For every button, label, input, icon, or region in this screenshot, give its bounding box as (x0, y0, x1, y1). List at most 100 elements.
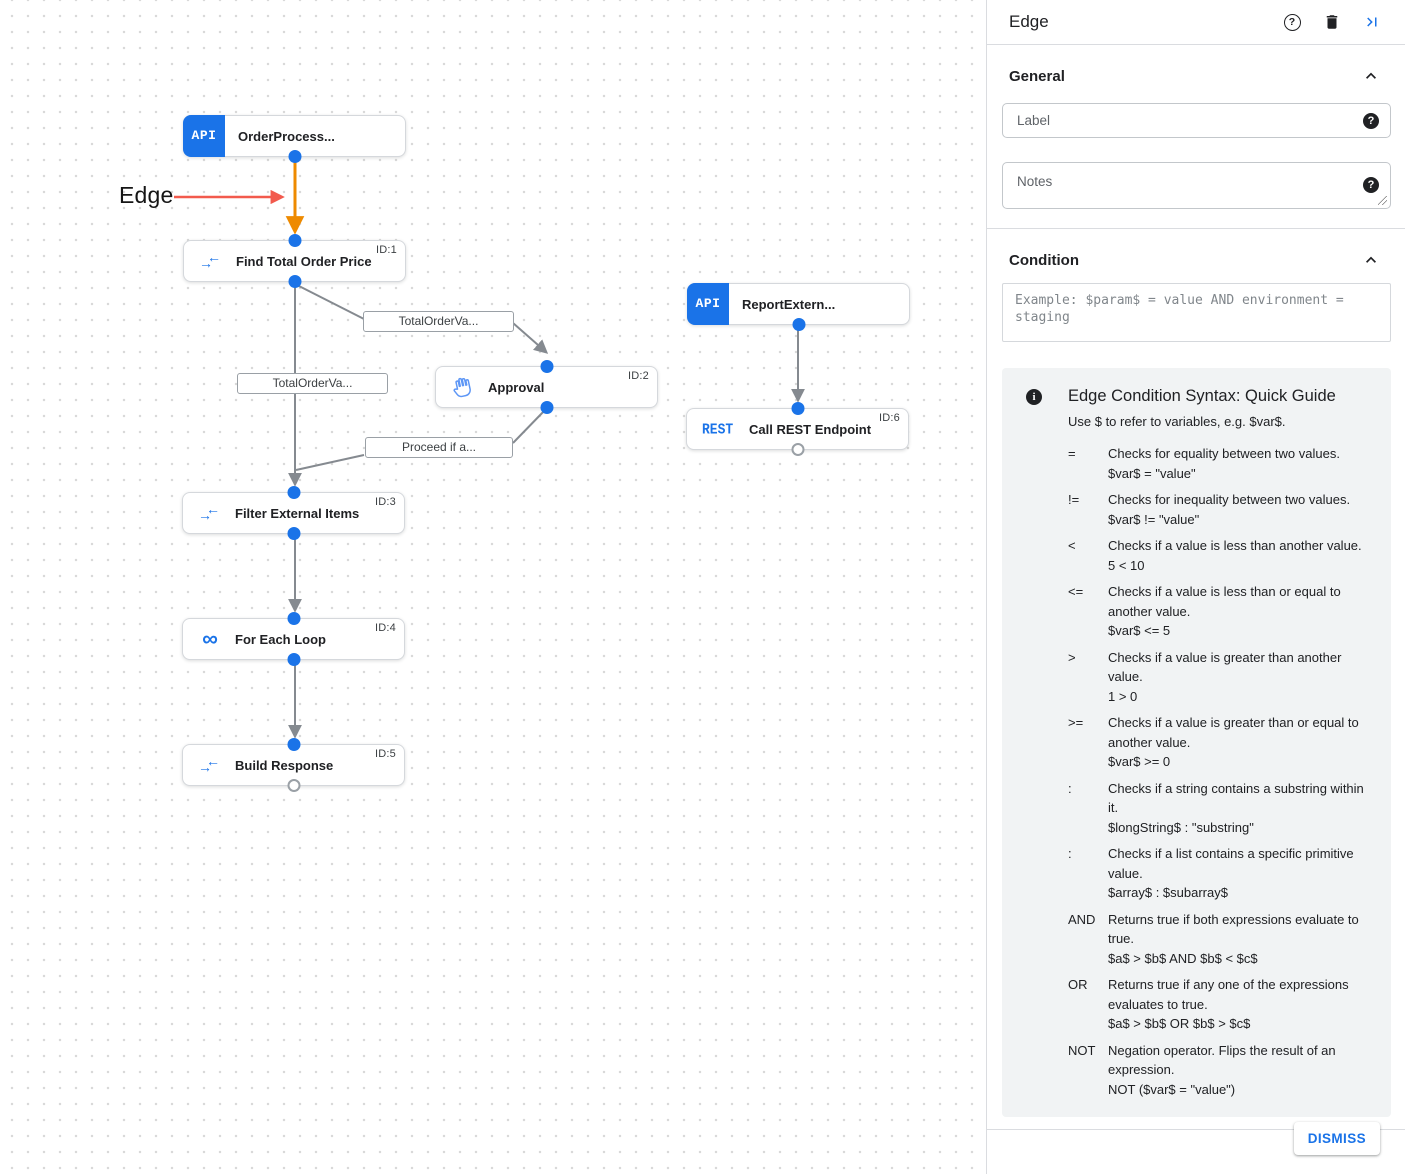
condition-section-title: Condition (1009, 251, 1079, 269)
node-label: Approval (488, 379, 545, 395)
edge-label[interactable]: TotalOrderVa... (237, 373, 388, 394)
node-label: For Each Loop (235, 631, 326, 647)
output-port[interactable] (288, 275, 301, 288)
node-for-each-loop[interactable]: ∞ For Each Loop ID:4 (182, 612, 405, 666)
input-port[interactable] (287, 738, 300, 751)
output-port[interactable] (288, 150, 301, 163)
panel-footer: DISMISS (987, 1122, 1405, 1174)
divider (987, 228, 1405, 229)
guide-desc: Checks if a string contains a substring … (1108, 780, 1364, 816)
guide-desc: Checks if a value is greater than anothe… (1108, 649, 1342, 685)
output-port[interactable] (287, 779, 300, 792)
notes-help-icon[interactable]: ? (1363, 177, 1379, 193)
notes-input[interactable] (1003, 163, 1390, 207)
guide-desc: Checks if a value is greater than or equ… (1108, 715, 1359, 750)
general-section-header: General (987, 66, 1405, 86)
node-order-process-trigger[interactable]: API OrderProcess... (183, 114, 406, 163)
guide-example: $a$ > $b$ AND $b$ < $c$ (1108, 950, 1258, 966)
node-id: ID:3 (375, 496, 396, 508)
output-port[interactable] (791, 443, 804, 456)
output-port[interactable] (287, 527, 300, 540)
guide-row: OR Returns true if any one of the expres… (1068, 975, 1367, 1034)
edge-label[interactable]: Proceed if a... (365, 437, 513, 458)
node-label: Find Total Order Price (236, 253, 372, 269)
annotation-label: Edge (119, 182, 174, 208)
delete-icon[interactable] (1323, 13, 1341, 31)
guide-rows: = Checks for equality between two values… (1068, 444, 1367, 1099)
guide-row: != Checks for inequality between two val… (1068, 490, 1367, 529)
data-mapping-icon: →← (198, 501, 220, 523)
guide-example: $longString$ : "substring" (1108, 819, 1254, 835)
help-icon[interactable]: ? (1283, 13, 1301, 31)
flow-canvas[interactable]: Edge API OrderProcess... →← Find Total O… (0, 0, 986, 1174)
edge (512, 408, 547, 444)
guide-desc: Checks if a value is less than another v… (1108, 538, 1362, 553)
node-label: ReportExtern... (742, 296, 836, 312)
guide-desc: Checks if a list contains a specific pri… (1108, 846, 1354, 881)
node-call-rest-endpoint[interactable]: REST Call REST Endpoint ID:6 (686, 402, 909, 456)
node-id: ID:4 (375, 622, 396, 634)
node-filter-external-items[interactable]: →← Filter External Items ID:3 (182, 486, 405, 540)
node-label: Build Response (235, 757, 334, 773)
edge (294, 283, 365, 320)
condition-input[interactable] (1003, 284, 1390, 341)
guide-desc: Returns true if both expressions evaluat… (1108, 911, 1359, 947)
guide-row: > Checks if a value is greater than anot… (1068, 648, 1367, 707)
guide-row: <= Checks if a value is less than or equ… (1068, 582, 1367, 641)
input-port[interactable] (791, 402, 804, 415)
collapse-panel-icon[interactable] (1363, 13, 1381, 31)
output-port[interactable] (287, 653, 300, 666)
label-input[interactable] (1003, 104, 1390, 137)
output-port[interactable] (540, 401, 553, 414)
data-mapping-icon: →← (198, 753, 220, 775)
api-trigger-icon: API (183, 114, 225, 157)
guide-example: 5 < 10 (1108, 557, 1145, 573)
loop-icon: ∞ (202, 626, 218, 651)
guide-row: = Checks for equality between two values… (1068, 444, 1367, 483)
rest-icon: REST (702, 420, 734, 438)
guide-row: AND Returns true if both expressions eva… (1068, 910, 1367, 969)
general-section-title: General (1009, 67, 1065, 85)
output-port[interactable] (792, 318, 805, 331)
edge (295, 454, 365, 471)
node-id: ID:6 (879, 412, 900, 424)
panel-header: Edge ? (987, 0, 1405, 45)
input-port[interactable] (287, 612, 300, 625)
guide-example: $var$ >= 0 (1108, 754, 1171, 769)
notes-field-container: ? (1002, 162, 1391, 209)
node-find-total-order-price[interactable]: →← Find Total Order Price ID:1 (183, 234, 406, 288)
condition-section-header: Condition (987, 250, 1405, 270)
guide-row: : Checks if a list contains a specific p… (1068, 844, 1367, 903)
approval-hand-icon (453, 377, 471, 398)
node-label: OrderProcess... (238, 128, 335, 144)
label-help-icon[interactable]: ? (1363, 112, 1379, 129)
node-build-response[interactable]: →← Build Response ID:5 (182, 738, 405, 792)
guide-desc: Returns true if any one of the expressio… (1108, 977, 1349, 1012)
input-port[interactable] (287, 486, 300, 499)
guide-example: $array$ : $subarray$ (1108, 885, 1228, 900)
api-trigger-icon: API (687, 282, 729, 325)
chevron-up-icon[interactable] (1361, 66, 1381, 86)
node-approval[interactable]: Approval ID:2 (435, 360, 658, 414)
node-label: Call REST Endpoint (749, 421, 872, 437)
guide-example: $var$ != "value" (1108, 511, 1200, 527)
chevron-up-icon[interactable] (1361, 250, 1381, 270)
guide-subtitle: Use $ to refer to variables, e.g. $var$. (1068, 414, 1286, 429)
dismiss-button[interactable]: DISMISS (1293, 1122, 1380, 1155)
input-port[interactable] (540, 360, 553, 373)
guide-desc: Checks for equality between two values. (1108, 446, 1340, 461)
edge-label[interactable]: TotalOrderVa... (363, 311, 514, 332)
guide-row: >= Checks if a value is greater than or … (1068, 713, 1367, 772)
resize-handle[interactable] (1378, 196, 1387, 205)
node-id: ID:2 (628, 370, 649, 382)
guide-desc: Checks if a value is less than or equal … (1108, 584, 1341, 619)
condition-field-container (1002, 283, 1391, 342)
input-port[interactable] (288, 234, 301, 247)
guide-example: 1 > 0 (1108, 688, 1138, 704)
guide-example: NOT ($var$ = "value") (1108, 1081, 1236, 1097)
guide-title: Edge Condition Syntax: Quick Guide (1068, 387, 1336, 405)
data-mapping-icon: →← (199, 249, 221, 271)
guide-row: : Checks if a string contains a substrin… (1068, 779, 1367, 838)
node-report-extern-trigger[interactable]: API ReportExtern... (687, 282, 910, 331)
